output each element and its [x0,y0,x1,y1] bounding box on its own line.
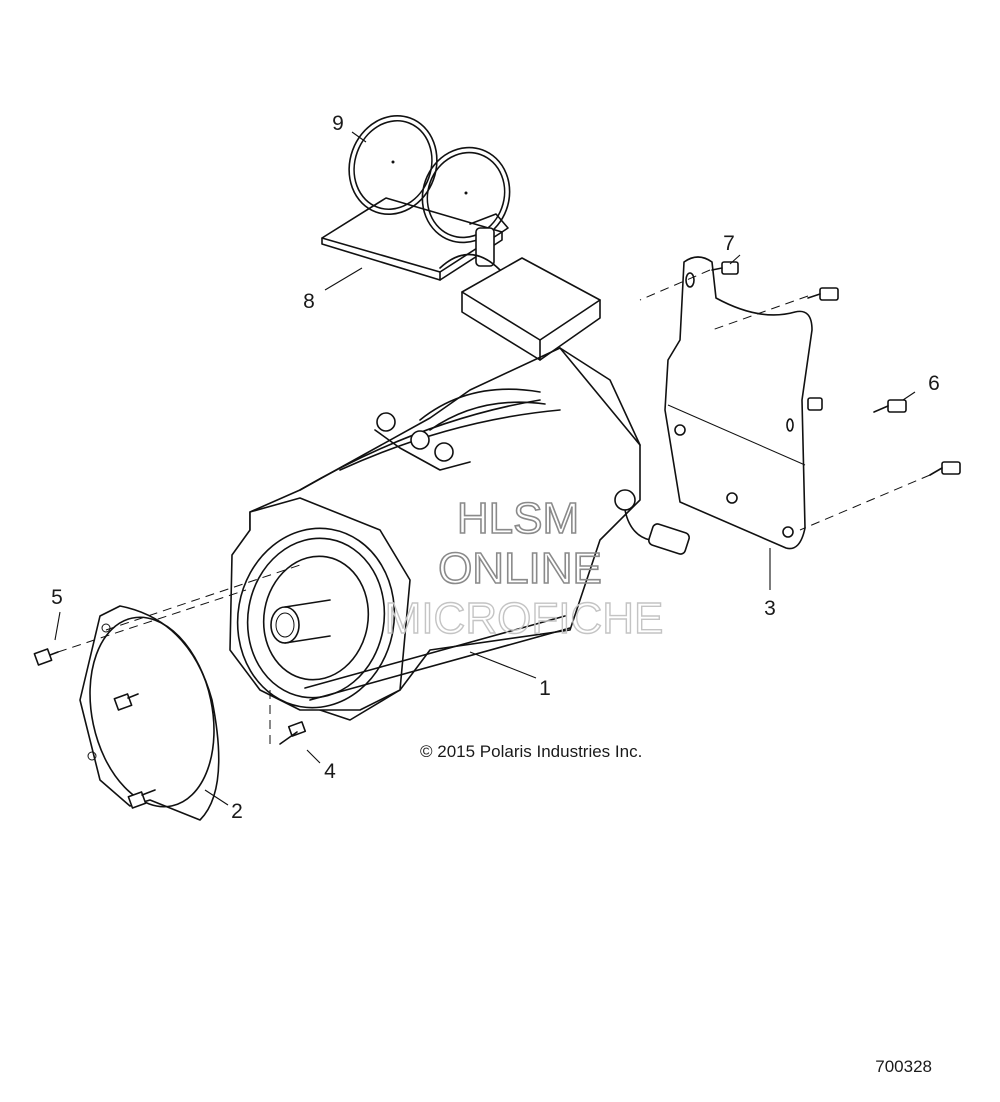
bolt-part-5 [33,648,59,666]
callout-1: 1 [539,677,551,700]
callout-5: 5 [51,586,63,609]
callout-3: 3 [764,597,776,620]
bolts-part-6 [807,287,961,476]
strap-clamps-part-9 [348,114,511,244]
bolt-part-7 [711,261,739,275]
callout-9: 9 [332,112,344,135]
callout-8: 8 [303,290,315,313]
strap-bracket-part-8 [321,197,509,281]
copyright-notice: © 2015 Polaris Industries Inc. [420,742,642,761]
bolt-cover-lower [127,789,156,809]
end-cover-part-2 [79,605,220,821]
callout-4: 4 [324,760,336,783]
callout-2: 2 [231,800,243,823]
watermark: HLSM ONLINE MICROFICHE [384,493,664,644]
callout-7: 7 [723,232,735,255]
mounting-bracket-part-3 [664,256,813,550]
bolt-part-4 [279,721,307,745]
watermark-line-2: ONLINE [438,544,602,593]
assembly-guide-lines [57,269,931,750]
callout-6: 6 [928,372,940,395]
callout-labels: 9 8 7 6 3 1 5 2 4 [51,112,940,823]
callout-leaders [54,131,916,806]
figure-number: 700328 [875,1057,932,1076]
motor-part-1 [229,227,690,721]
watermark-line-3: MICROFICHE [385,594,664,643]
watermark-line-1: HLSM [457,494,579,543]
bolt-cover-center [113,693,139,711]
